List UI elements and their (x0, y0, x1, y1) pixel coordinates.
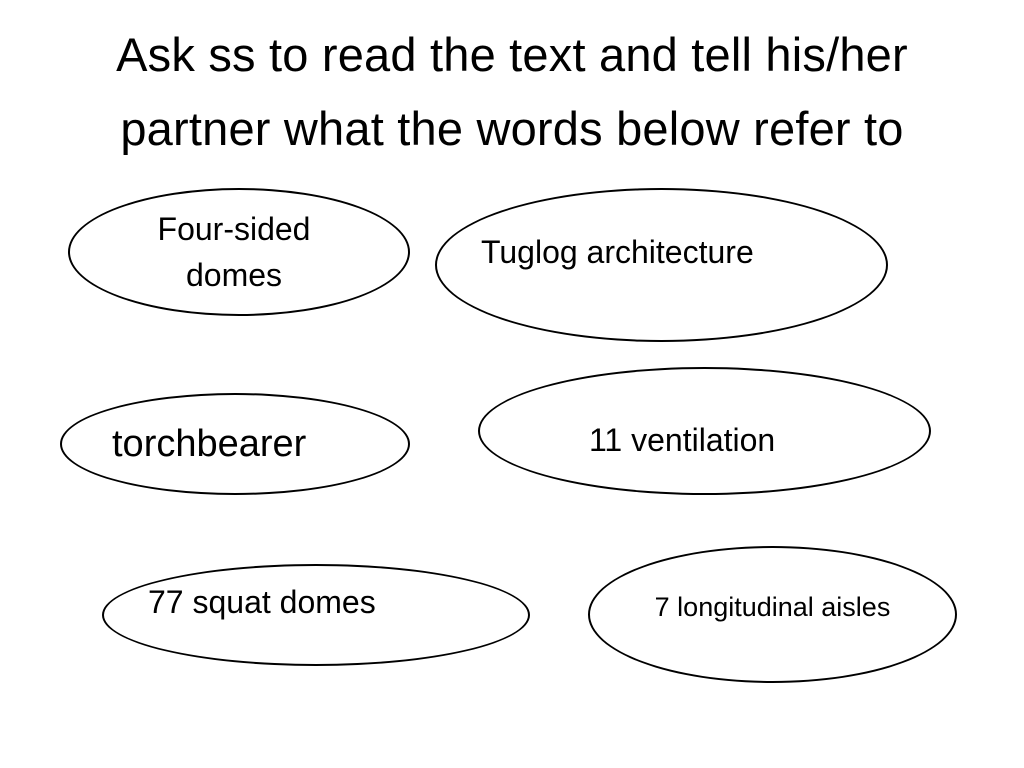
term-label-torchbearer: torchbearer (112, 423, 307, 465)
term-oval-torchbearer (60, 393, 410, 495)
term-oval-four-sided-domes (68, 188, 410, 316)
term-label-7-longitudinal-aisles: 7 longitudinal aisles (654, 592, 891, 622)
term-oval-tuglog-architecture (435, 188, 888, 342)
term-label-line-2: domes (185, 257, 283, 293)
term-oval-77-squat-domes (102, 564, 530, 666)
term-label-77-squat-domes: 77 squat domes (148, 584, 376, 620)
term-label-11-ventilation: 11 ventilation (589, 422, 776, 458)
term-label-line-1: Four-sided (157, 211, 311, 247)
term-label-four-sided-domes: Four-sided domes (68, 206, 400, 298)
slide-title-line-2: partner what the words below refer to (120, 102, 904, 155)
term-oval-11-ventilation (478, 367, 931, 495)
term-label-tuglog-architecture: Tuglog architecture (481, 234, 754, 270)
slide-title-line-1: Ask ss to read the text and tell his/her (116, 28, 908, 81)
slide-title: Ask ss to read the text and tell his/her… (0, 18, 1024, 166)
term-oval-7-longitudinal-aisles (588, 546, 957, 683)
